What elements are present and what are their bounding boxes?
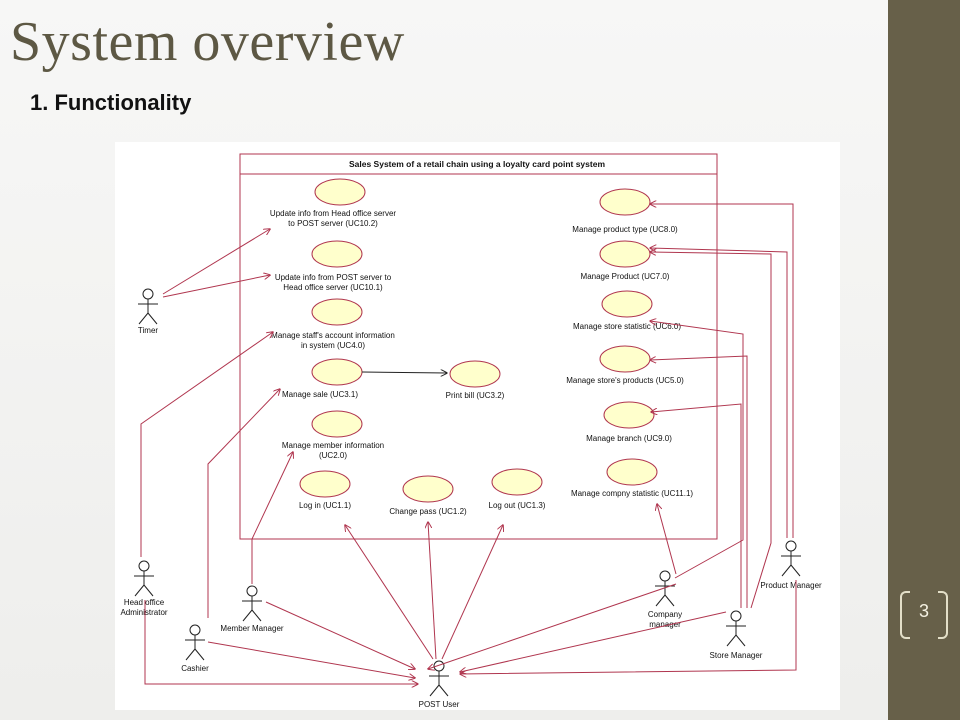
use-case-label: Manage branch (UC9.0) — [586, 434, 672, 443]
actor-label: Product Manager — [760, 581, 822, 590]
use-case-uc1-3: Log out (UC1.3) — [489, 468, 546, 510]
use-case-label: Manage sale (UC3.1) — [282, 390, 358, 399]
actor-label: Timer — [138, 326, 158, 335]
actor-label: Head office — [124, 598, 165, 607]
actor-label: Administrator — [120, 608, 167, 617]
use-case-label: to POST server (UC10.2) — [288, 219, 378, 228]
system-boundary: Sales System of a retail chain using a l… — [239, 153, 718, 540]
use-case-diagram: Sales System of a retail chain using a l… — [115, 142, 840, 710]
use-case-uc7-0: Manage Product (UC7.0) — [581, 240, 670, 281]
actor-label: Company — [648, 610, 682, 619]
include-link — [361, 372, 447, 373]
use-case-uc11-1: Manage compny statistic (UC11.1) — [571, 458, 693, 498]
use-case-label: Manage store statistic (UC6.0) — [573, 322, 681, 331]
use-case-label: Change pass (UC1.2) — [389, 507, 467, 516]
use-case-uc3-2: Print bill (UC3.2) — [446, 360, 505, 400]
slide-subtitle: 1. Functionality — [30, 90, 192, 115]
actor-label: manager — [649, 620, 681, 629]
use-case-label: Manage compny statistic (UC11.1) — [571, 489, 693, 498]
use-case-uc6-0: Manage store statistic (UC6.0) — [573, 290, 681, 331]
system-title: Sales System of a retail chain using a l… — [349, 159, 605, 169]
actor-label: Store Manager — [710, 651, 763, 660]
page-bracket-left — [900, 591, 910, 639]
use-case-label: Print bill (UC3.2) — [446, 391, 505, 400]
actor-member-manager: Member Manager — [220, 585, 284, 633]
slide-title: System overview — [10, 11, 405, 73]
use-case-label: Manage Product (UC7.0) — [581, 272, 670, 281]
use-case-label: Update info from Head office server — [270, 209, 396, 218]
use-case-label: in system (UC4.0) — [301, 341, 365, 350]
use-case-label: Manage product type (UC8.0) — [572, 225, 678, 234]
use-case-label: Manage store's products (UC5.0) — [566, 376, 684, 385]
use-case-uc8-0: Manage product type (UC8.0) — [572, 188, 678, 234]
page-number-box: 3 — [900, 591, 948, 639]
actor-label: Member Manager — [220, 624, 283, 633]
use-case-label: Manage staff's account information — [271, 331, 395, 340]
actor-product-manager: Product Manager — [760, 540, 822, 590]
use-case-label: (UC2.0) — [319, 451, 347, 460]
actor-post-user: POST User — [419, 660, 460, 709]
actor-store-manager: Store Manager — [710, 610, 763, 660]
use-case-uc9-0: Manage branch (UC9.0) — [586, 401, 672, 443]
association-lines — [140, 204, 797, 684]
use-case-uc2-0: Manage member information(UC2.0) — [282, 410, 384, 460]
use-case-label: Head office server (UC10.1) — [283, 283, 383, 292]
use-case-label: Update info from POST server to — [275, 273, 392, 282]
page-bracket-right — [938, 591, 948, 639]
actor-timer: Timer — [138, 288, 158, 335]
use-case-label: Manage member information — [282, 441, 384, 450]
use-case-diagram-canvas: Sales System of a retail chain using a l… — [120, 153, 822, 709]
use-case-uc1-1: Log in (UC1.1) — [299, 470, 351, 510]
use-case-label: Log out (UC1.3) — [489, 501, 546, 510]
use-case-uc1-2: Change pass (UC1.2) — [389, 475, 467, 516]
actor-label: Cashier — [181, 664, 209, 673]
actor-cashier: Cashier — [181, 624, 209, 673]
use-case-uc3-1: Manage sale (UC3.1) — [282, 358, 363, 399]
actor-label: POST User — [419, 700, 460, 709]
page-number: 3 — [918, 601, 929, 621]
use-case-label: Log in (UC1.1) — [299, 501, 351, 510]
use-case-uc5-0: Manage store's products (UC5.0) — [566, 345, 684, 385]
